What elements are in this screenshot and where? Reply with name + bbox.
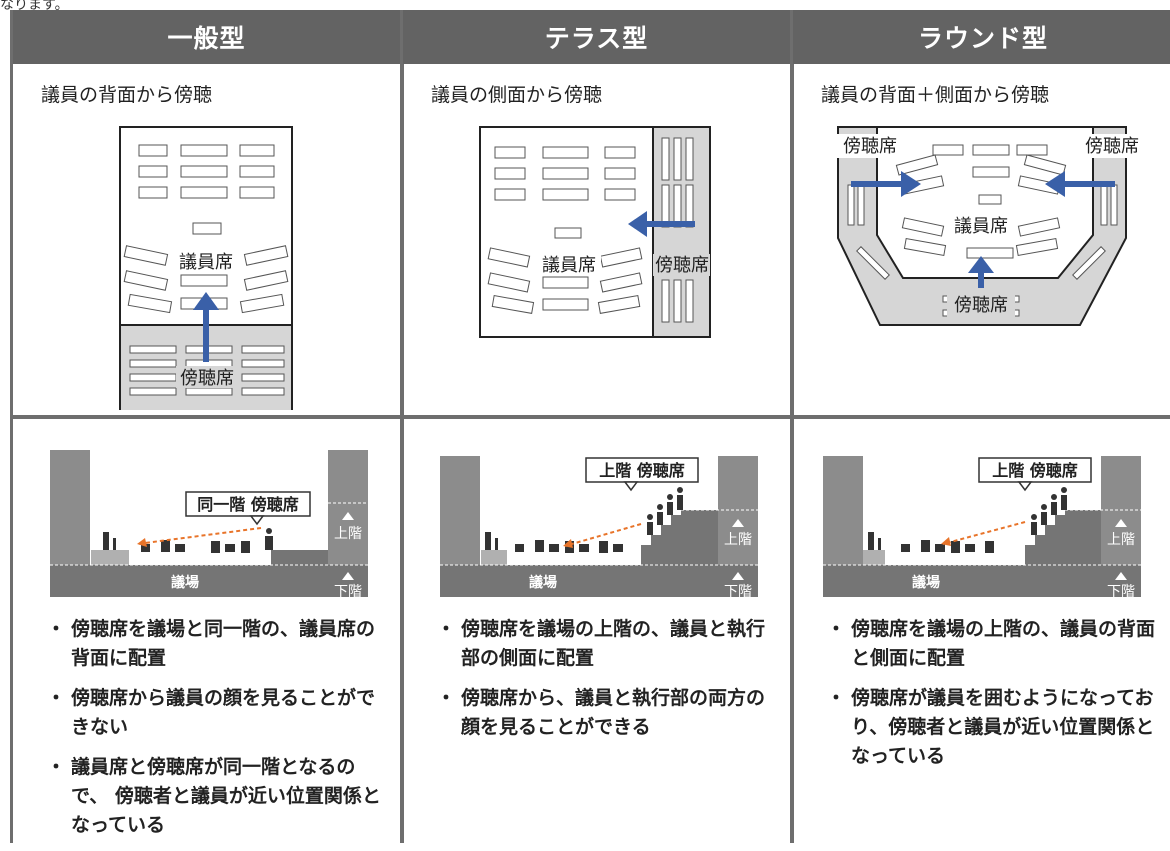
column-header-general: 一般型	[13, 10, 400, 64]
column-general: 一般型 議員の背面から傍聴	[13, 10, 400, 843]
section-label-floor: 議場	[912, 574, 940, 591]
floor-plan-general: 議員席 傍聴席	[119, 126, 293, 410]
arrow-left-icon	[1045, 171, 1065, 197]
triangle-up-icon	[732, 519, 744, 527]
arrow-left-icon	[628, 211, 647, 237]
plan-label-gallery: 傍聴席	[180, 368, 234, 389]
plan-label-gallery-bottom: 傍聴席	[954, 295, 1008, 316]
column-header-round: ラウンド型	[793, 10, 1170, 64]
plan-subtitle: 議員の背面から傍聴	[41, 84, 213, 106]
plan-label-gallery-right: 傍聴席	[1085, 136, 1139, 157]
plan-label-gallery-left: 傍聴席	[843, 136, 897, 157]
triangle-up-icon	[1115, 519, 1127, 527]
section-label-lower: 下階	[724, 584, 752, 600]
column-round: ラウンド型 議員の背面＋側面から傍聴	[793, 10, 1170, 843]
bullet-item: ・傍聴席から議員の顔を見ることができない	[46, 687, 376, 738]
bullet-item: ・傍聴席を議場の上階の、議員と執行部の側面に配置	[436, 618, 766, 669]
section-label-floor: 議場	[171, 574, 199, 591]
section-label-lower: 下階	[334, 584, 362, 600]
arrow-left-icon	[941, 537, 951, 546]
section-label-floor: 議場	[529, 574, 557, 591]
arrow-up-icon	[968, 256, 994, 273]
column-divider	[790, 10, 794, 843]
section-label-upper: 上階	[334, 526, 362, 542]
arrow-up-icon	[193, 292, 219, 310]
plan-label-member-seats: 議員席	[179, 252, 233, 273]
floor-plan-round: 傍聴席 傍聴席 議員席 傍聴席	[837, 126, 1145, 326]
column-header-terrace: テラス型	[403, 10, 790, 64]
section-label-upper: 上階	[1107, 532, 1135, 548]
bullet-item: ・傍聴席を議場と同一階の、議員席の背面に配置	[46, 618, 376, 669]
section-view-terrace: 上階 傍聴席 上階 議場 下階	[440, 456, 758, 600]
section-view-round: 上階 傍聴席 上階 議場 下階	[823, 456, 1141, 600]
top-text-fragment: なります。	[0, 0, 69, 10]
section-view-general: 同一階 傍聴席 上階 議場 下階	[50, 450, 368, 600]
triangle-up-icon	[342, 572, 354, 580]
bullet-list: ・傍聴席を議場と同一階の、議員席の背面に配置 ・傍聴席から議員の顔を見ることがで…	[41, 615, 391, 851]
bullet-list: ・傍聴席を議場の上階の、議員と執行部の側面に配置 ・傍聴席から、議員と執行部の両…	[431, 615, 781, 753]
bullet-item: ・傍聴席を議場の上階の、議員の背面と側面に配置	[826, 618, 1156, 669]
column-terrace: テラス型 議員の側面から傍聴	[403, 10, 790, 843]
column-divider	[400, 10, 404, 843]
bullet-item: ・傍聴席が議員を囲むようになっており、傍聴者と議員が近い位置関係となっている	[826, 687, 1155, 767]
plan-subtitle: 議員の背面＋側面から傍聴	[821, 84, 1050, 106]
triangle-up-icon	[732, 572, 744, 580]
bullet-item: ・議員席と傍聴席が同一階となるので、 傍聴者と議員が近い位置関係となっている	[46, 756, 381, 836]
section-label-gallery: 同一階 傍聴席	[197, 495, 299, 514]
arrow-left-icon	[137, 538, 147, 547]
section-label-upper: 上階	[724, 532, 752, 548]
arrow-left-icon	[563, 539, 573, 548]
plan-subtitle: 議員の側面から傍聴	[431, 84, 603, 106]
triangle-up-icon	[1115, 572, 1127, 580]
row-divider	[13, 415, 1170, 419]
section-label-gallery: 上階 傍聴席	[599, 461, 685, 480]
comparison-table: 一般型 議員の背面から傍聴	[10, 10, 1170, 843]
bullet-item: ・傍聴席から、議員と執行部の両方の顔を見ることができる	[436, 687, 766, 738]
plan-label-gallery: 傍聴席	[655, 255, 709, 276]
plan-label-member-seats: 議員席	[542, 255, 596, 276]
section-label-gallery: 上階 傍聴席	[992, 461, 1078, 480]
triangle-up-icon	[342, 512, 354, 520]
bullet-list: ・傍聴席を議場の上階の、議員の背面と側面に配置 ・傍聴席が議員を囲むようになって…	[821, 615, 1170, 782]
arrow-right-icon	[901, 171, 921, 197]
section-label-lower: 下階	[1107, 584, 1135, 600]
plan-label-member-seats: 議員席	[954, 216, 1008, 237]
floor-plan-terrace: 議員席 傍聴席	[479, 126, 711, 338]
